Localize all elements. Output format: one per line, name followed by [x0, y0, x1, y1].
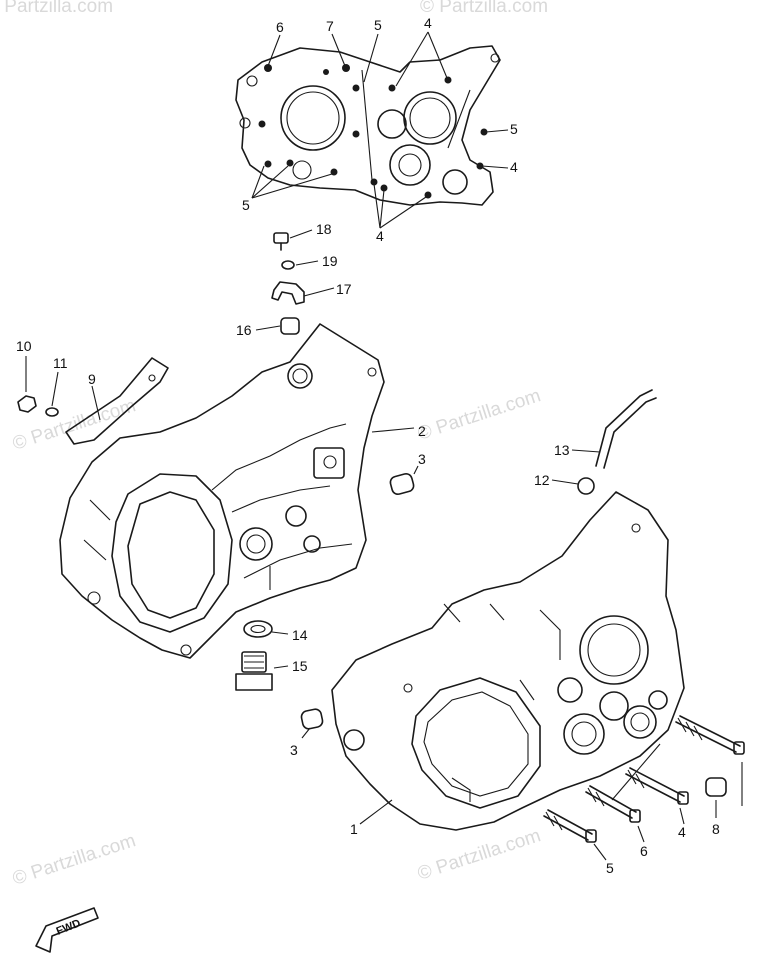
bolt-5: [585, 785, 645, 843]
callout-5: 5: [242, 197, 250, 213]
dowel-pin-8: [705, 777, 727, 818]
watermark: © Partzilla.com: [0, 0, 113, 17]
fwd-label: FWD: [55, 917, 83, 938]
callout-12: 12: [534, 472, 550, 488]
gasket-14: [243, 620, 289, 638]
callout-6: 6: [640, 843, 648, 859]
watermark: © Partzilla.com: [10, 395, 138, 455]
right-leaders: [611, 743, 661, 801]
callout-1: 1: [350, 821, 358, 837]
callout-15: 15: [292, 658, 308, 674]
callout-3: 3: [290, 742, 298, 758]
plug-16: [255, 317, 300, 335]
fitting-12: [551, 477, 595, 495]
watermark: © Partzilla.com: [420, 0, 548, 17]
washer-19: [281, 260, 319, 270]
bolt-10: [17, 356, 37, 413]
callout-19: 19: [322, 253, 338, 269]
callout-7: 7: [326, 18, 334, 34]
callout-11: 11: [53, 355, 68, 371]
clamp-17: [271, 281, 335, 305]
callout-10: 10: [16, 338, 32, 354]
callout-6: 6: [276, 19, 284, 35]
callout-4: 4: [424, 15, 432, 31]
callout-4: 4: [376, 228, 384, 244]
watermark: © Partzilla.com: [10, 830, 138, 890]
washer-11: [45, 371, 59, 417]
forward-arrow-icon: FWD: [35, 907, 99, 953]
left-crankcase: [59, 323, 415, 659]
bolt-4: [675, 715, 745, 806]
bolt-6: [625, 767, 689, 825]
callout-14: 14: [292, 627, 308, 643]
callout-5: 5: [374, 17, 382, 33]
crankcase-gasket-view: [235, 45, 501, 206]
callout-2: 2: [418, 423, 426, 439]
callout-labels: 6 7 5 4 5 4 5 4 18 19 17 16 10 11 9 2 3 …: [16, 15, 720, 876]
callout-5: 5: [606, 860, 614, 876]
gasket-leaders: [251, 31, 509, 229]
dowel-pin-3-left: [389, 465, 419, 495]
chain-guide-9: [65, 357, 169, 445]
watermark: © Partzilla.com: [415, 385, 543, 445]
right-crankcase: [331, 491, 685, 831]
callout-13: 13: [554, 442, 570, 458]
callout-4: 4: [510, 159, 518, 175]
callout-5: 5: [510, 121, 518, 137]
callout-4: 4: [678, 824, 686, 840]
callout-9: 9: [88, 371, 96, 387]
breather-hose-13: [571, 389, 657, 469]
callout-18: 18: [316, 221, 332, 237]
watermark: © Partzilla.com: [415, 825, 543, 885]
drain-plug-15: [235, 651, 289, 691]
callout-3: 3: [418, 451, 426, 467]
callout-16: 16: [236, 322, 252, 338]
callout-17: 17: [336, 281, 352, 297]
screw-18: [273, 229, 313, 251]
dowel-pin-3-right: [300, 708, 324, 739]
callout-8: 8: [712, 821, 720, 837]
bolt-5-lower: [543, 809, 607, 861]
watermarks: © Partzilla.com © Partzilla.com © Partzi…: [0, 0, 548, 890]
